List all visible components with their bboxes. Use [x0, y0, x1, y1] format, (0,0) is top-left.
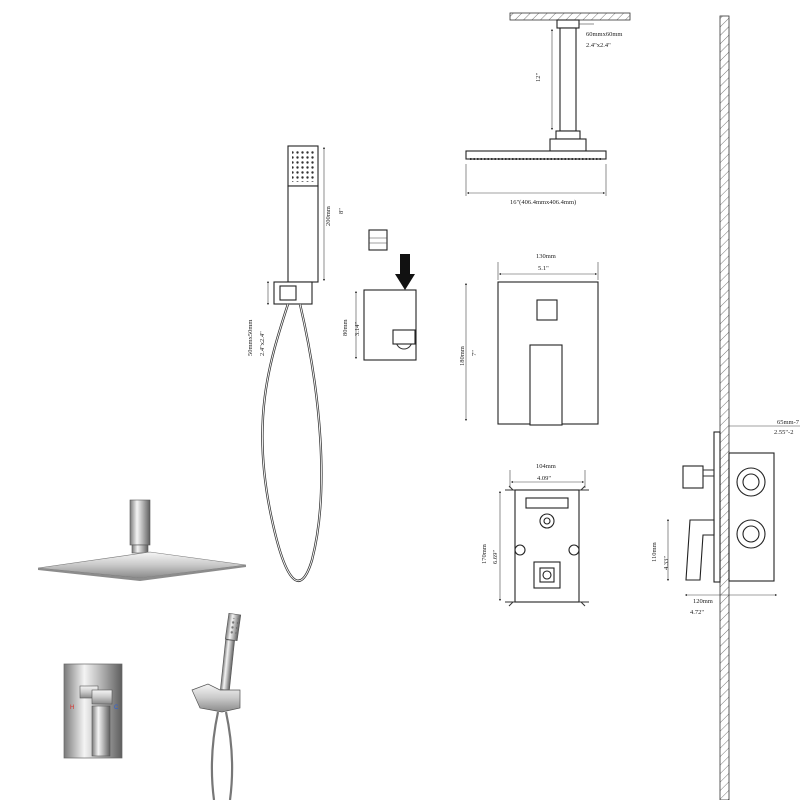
photo-handheld-handle: [220, 639, 235, 691]
elbow-dim-in: 2.4"x2.4": [259, 331, 266, 356]
valve-left-inlet: [514, 544, 526, 556]
holder-drawing: 80mm 3.14": [342, 229, 417, 361]
plate-width-in: 5.1": [538, 265, 549, 272]
handheld-height-in: 8": [338, 208, 345, 214]
rough-in-valve-drawing: 104mm 4.09" 170mm 6.69": [481, 463, 589, 607]
elbow-joint: [279, 285, 297, 301]
head-width-dim: 16"(406.4mmx406.4mm): [510, 199, 576, 206]
holder-height-in: 3.14": [354, 322, 361, 336]
photo-hose-left: [210, 711, 220, 800]
ceiling-hatch: [509, 12, 631, 21]
valve-height-mm: 170mm: [481, 544, 488, 564]
shower-arm: [559, 27, 577, 132]
valve-height-in: 6.69": [492, 550, 499, 564]
handheld-height-mm: 200mm: [325, 206, 332, 226]
plate-width-mm: 130mm: [536, 253, 556, 260]
flange-dim-in: 2.4"x2.4": [586, 42, 611, 49]
valve-cartridge: [533, 561, 561, 589]
arm-connector: [555, 130, 581, 140]
holder-slot: [392, 329, 416, 345]
valve-right-inlet: [568, 544, 580, 556]
lever-handle: [529, 344, 563, 426]
diverter-knob: [536, 299, 558, 321]
side-height-mm: 110mm: [651, 542, 658, 562]
wall-section: [719, 15, 730, 800]
cold-label: C: [114, 705, 119, 711]
head-swivel: [549, 138, 587, 152]
wall-holder: [363, 289, 417, 361]
flange-dim-mm: 60mmx60mm: [586, 31, 622, 38]
install-arrow-shaft: [400, 254, 410, 274]
rain-head-photo: [37, 499, 247, 581]
photo-elbow-holder: [191, 683, 241, 713]
photo-shower-arm: [129, 499, 151, 546]
valve-width-in: 4.09": [537, 475, 551, 482]
side-view-drawing: 65mm-7 2.55"-2 110mm 4.33" 120mm 4.72": [651, 419, 800, 616]
valve-trim-photo: H C: [63, 663, 123, 759]
shower-head-plate: [465, 150, 607, 160]
handheld-shower-drawing: 200mm 8" 50mmx50mm 2.4"x2.4": [247, 145, 345, 582]
side-height-in: 4.33": [663, 556, 670, 570]
wall-depth-in: 2.55"-2: [774, 429, 793, 436]
side-trim-plate: [713, 431, 721, 583]
photo-rain-head: [37, 551, 247, 579]
trim-plate-drawing: 130mm 5.1" 180mm 7": [459, 253, 599, 426]
ceiling-shower-drawing: 60mmx60mm 2.4"x2.4" 12" 16"(406.4mmx406.…: [465, 12, 631, 206]
spray-nozzles: [292, 150, 314, 182]
hose-connector: [368, 229, 388, 251]
plate-height-mm: 180mm: [459, 346, 466, 366]
side-width-in: 4.72": [690, 609, 704, 616]
side-width-mm: 120mm: [693, 598, 713, 605]
holder-height-mm: 80mm: [342, 319, 349, 336]
photo-hose-right: [224, 711, 234, 800]
elbow-dim-mm: 50mmx50mm: [247, 320, 254, 356]
wall-depth-mm: 65mm-7: [777, 419, 800, 426]
install-arrow-icon: [395, 274, 415, 290]
valve-width-mm: 104mm: [536, 463, 556, 470]
plate-height-in: 7": [471, 350, 478, 356]
arm-length-dim: 12": [535, 73, 542, 83]
ceiling-flange: [556, 19, 580, 29]
hot-label: H: [70, 705, 74, 711]
shower-hose: [261, 303, 323, 582]
wall-hatch: [719, 15, 730, 800]
side-lever-handle: [685, 519, 715, 581]
handheld-photo: [191, 612, 242, 800]
handheld-handle: [287, 185, 319, 283]
photo-lever: [91, 705, 111, 757]
side-diverter-knob: [682, 465, 704, 489]
